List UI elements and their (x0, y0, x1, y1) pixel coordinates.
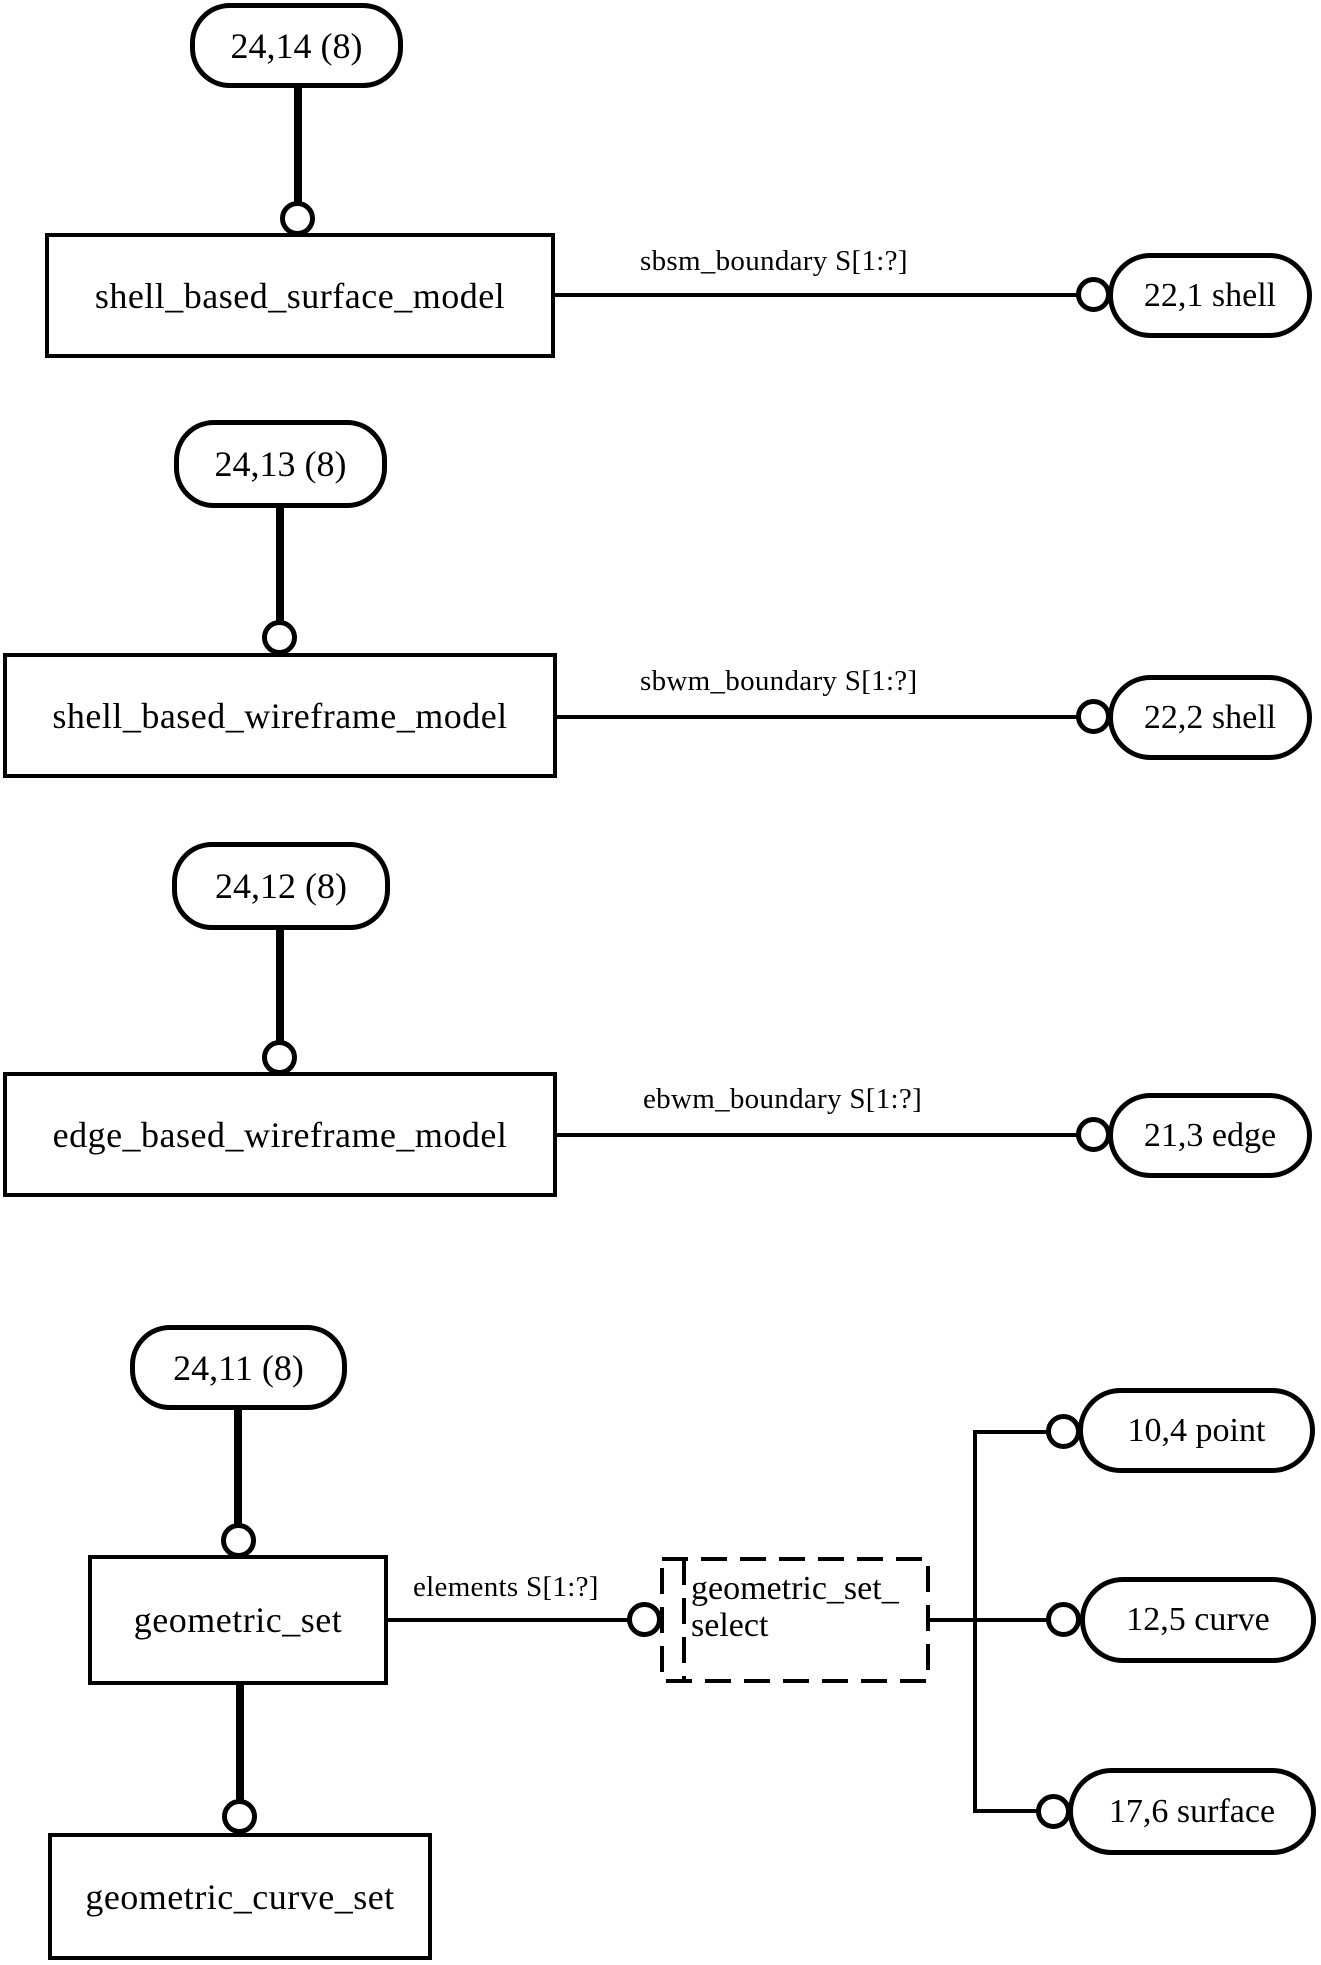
page-ref-connector-line (294, 86, 302, 202)
target-ref-label: 21,3 edge (1143, 1116, 1277, 1154)
connector-circle (262, 1040, 297, 1075)
connector-circle (1046, 1602, 1081, 1637)
connector-circle (1076, 699, 1111, 734)
connector-circle (1076, 277, 1111, 312)
attribute-label: ebwm_boundary S[1:?] (643, 1083, 923, 1115)
page-ref-connector-line (276, 928, 284, 1042)
branch-line-bottom (973, 1809, 1038, 1813)
connector-circle (280, 201, 315, 236)
select-type-label: geometric_set_ select (691, 1570, 899, 1644)
page-ref-oval: 24,14 (8) (190, 3, 403, 88)
target-ref-label: 17,6 surface (1108, 1792, 1276, 1830)
connector-circle (262, 620, 297, 655)
entity-box-geometric-curve-set: geometric_curve_set (48, 1833, 432, 1960)
target-ref-oval: 21,3 edge (1108, 1093, 1312, 1178)
connector-circle (1076, 1117, 1111, 1152)
page-ref-oval: 24,13 (8) (174, 420, 387, 508)
connector-circle (1046, 1414, 1081, 1449)
page-ref-label: 24,11 (8) (173, 1347, 304, 1388)
select-type-label-line2: select (691, 1607, 769, 1644)
attribute-label: elements S[1:?] (413, 1571, 599, 1603)
target-ref-label: 10,4 point (1127, 1411, 1266, 1449)
target-ref-oval: 22,2 shell (1108, 675, 1312, 760)
page-ref-oval: 24,12 (8) (172, 842, 390, 930)
entity-label: geometric_curve_set (85, 1876, 395, 1917)
connector-circle (627, 1602, 662, 1637)
entity-box-shell-based-wireframe-model: shell_based_wireframe_model (3, 653, 557, 778)
attribute-line (388, 1618, 628, 1622)
branch-trunk-line (973, 1430, 977, 1813)
select-type-label-line1: geometric_set_ (691, 1570, 899, 1607)
entity-box-edge-based-wireframe-model: edge_based_wireframe_model (3, 1072, 557, 1197)
attribute-label: sbsm_boundary S[1:?] (640, 245, 908, 277)
select-branch-line (927, 1618, 1047, 1622)
connector-circle (221, 1523, 256, 1558)
page-ref-connector-line (276, 506, 284, 622)
attribute-label: sbwm_boundary S[1:?] (640, 665, 918, 697)
entity-label: shell_based_wireframe_model (52, 695, 508, 736)
entity-box-geometric-set: geometric_set (88, 1555, 388, 1685)
target-ref-oval: 22,1 shell (1108, 253, 1312, 338)
attribute-line (555, 293, 1077, 297)
attribute-line (557, 1133, 1077, 1137)
page-ref-label: 24,12 (8) (215, 866, 347, 906)
entity-label: edge_based_wireframe_model (52, 1114, 508, 1155)
connector-circle (222, 1799, 257, 1834)
entity-label: shell_based_surface_model (94, 275, 506, 316)
attribute-line (557, 715, 1077, 719)
page-ref-label: 24,13 (8) (214, 444, 347, 484)
subtype-connector-line (236, 1683, 244, 1800)
connector-circle (1036, 1794, 1071, 1829)
target-ref-oval: 17,6 surface (1068, 1768, 1316, 1855)
page-ref-connector-line (234, 1408, 242, 1525)
target-ref-label: 22,2 shell (1143, 698, 1277, 736)
target-ref-oval: 12,5 curve (1080, 1577, 1316, 1663)
branch-line-top (973, 1430, 1048, 1434)
page-ref-label: 24,14 (8) (230, 25, 363, 66)
target-ref-oval: 10,4 point (1078, 1388, 1315, 1473)
page-ref-oval: 24,11 (8) (130, 1325, 347, 1410)
target-ref-label: 22,1 shell (1143, 276, 1277, 314)
entity-box-shell-based-surface-model: shell_based_surface_model (45, 233, 555, 358)
target-ref-label: 12,5 curve (1126, 1601, 1270, 1638)
entity-label: geometric_set (133, 1600, 343, 1640)
